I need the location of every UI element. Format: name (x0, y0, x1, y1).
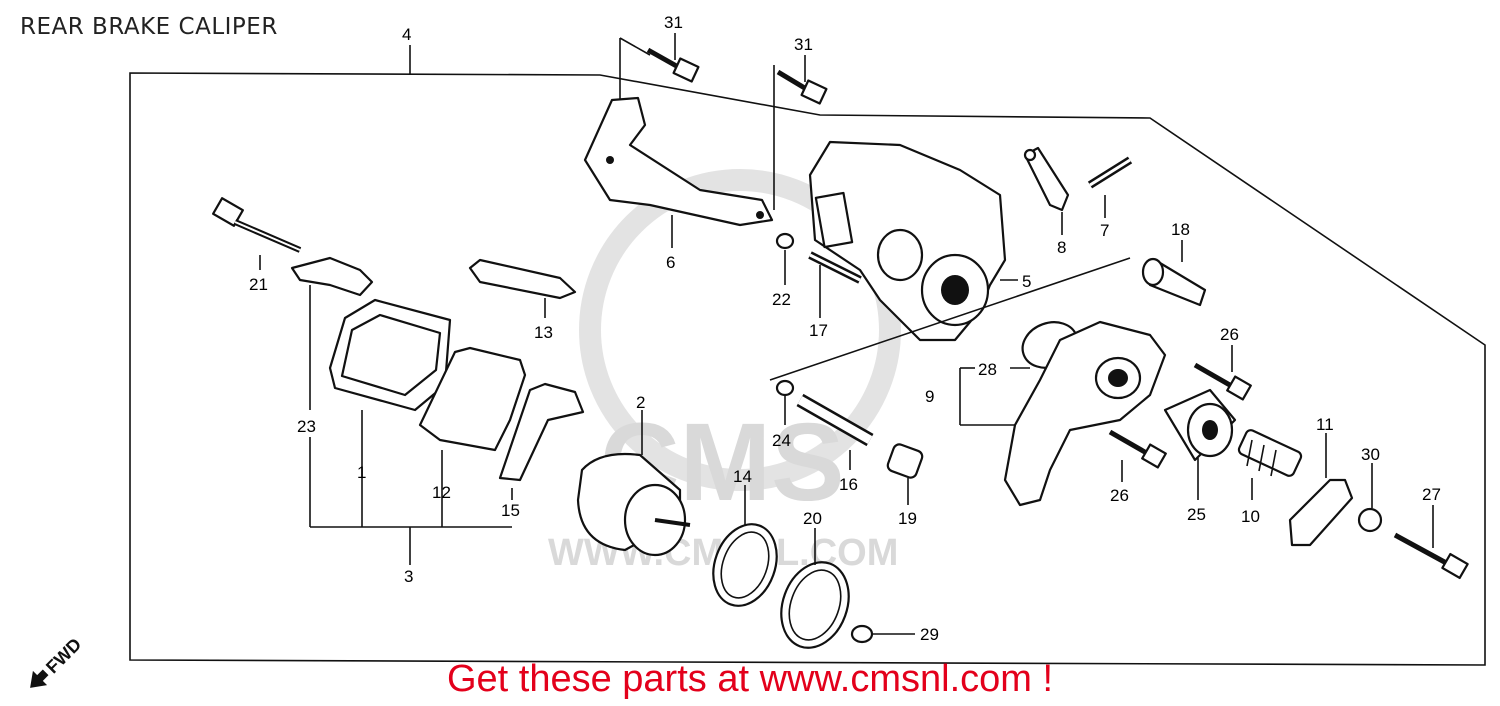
brake-pad-inner (498, 382, 585, 482)
nut (1357, 507, 1383, 533)
pad-spring (468, 258, 577, 300)
leader-lines (259, 33, 1434, 635)
callout-3: 3 (404, 567, 413, 586)
caliper-piston (576, 452, 691, 557)
callout-28: 28 (978, 360, 997, 379)
pad-spring-clip (290, 256, 374, 297)
callout-25: 25 (1187, 505, 1206, 524)
bolt-31-right (776, 69, 828, 105)
washer-24 (775, 379, 795, 397)
pad-shim (418, 346, 527, 452)
callout-16: 16 (839, 475, 858, 494)
stopper-arm (1288, 478, 1354, 547)
slide-pin (796, 393, 874, 447)
callout-19: 19 (898, 509, 917, 528)
assembly-outline (129, 72, 1486, 666)
callout-22: 22 (772, 290, 791, 309)
callout-5: 5 (1022, 272, 1031, 291)
parts-link-banner[interactable]: Get these parts at www.cmsnl.com ! (446, 658, 1054, 700)
callout-27: 27 (1422, 485, 1441, 504)
callout-29: 29 (920, 625, 939, 644)
callout-20: 20 (803, 509, 822, 528)
callout-14: 14 (733, 467, 752, 486)
callout-30: 30 (1361, 445, 1380, 464)
callout-17: 17 (809, 321, 828, 340)
caliper-bracket (583, 96, 774, 227)
bolt-27 (1393, 532, 1469, 580)
callout-6: 6 (666, 253, 675, 272)
callout-1: 1 (357, 463, 366, 482)
callout-12: 12 (432, 483, 451, 502)
callout-2: 2 (636, 393, 645, 412)
caliper-bolt (808, 251, 862, 284)
bolt-31-left (646, 47, 700, 83)
dust-seal (780, 561, 850, 649)
collar (1163, 388, 1237, 462)
pad-pin-bolt (212, 197, 302, 253)
callout-4: 4 (402, 25, 411, 44)
callout-26-upper: 26 (1220, 325, 1239, 344)
callout-31-right: 31 (794, 35, 813, 54)
page-title: REAR BRAKE CALIPER (20, 14, 278, 40)
callout-9: 9 (925, 387, 934, 406)
callout-23: 23 (297, 417, 316, 436)
callout-13: 13 (534, 323, 553, 342)
callout-26-lower: 26 (1110, 486, 1129, 505)
callout-31-left: 31 (664, 13, 683, 32)
callout-7: 7 (1100, 221, 1109, 240)
piston-seal (712, 523, 778, 607)
bolt-26-lower (1108, 429, 1167, 469)
circlip (850, 624, 874, 644)
callout-18: 18 (1171, 220, 1190, 239)
callout-15: 15 (501, 501, 520, 520)
callout-11: 11 (1316, 415, 1334, 434)
callout-10: 10 (1241, 507, 1260, 526)
bolt-26-upper (1193, 362, 1252, 401)
spring (1237, 429, 1303, 477)
washer-22 (775, 232, 795, 250)
callout-8: 8 (1057, 238, 1066, 257)
callout-24: 24 (772, 431, 791, 450)
pin-boot (886, 443, 924, 479)
caliper-pin (1141, 257, 1207, 307)
callout-21: 21 (249, 275, 268, 294)
clip (1023, 146, 1070, 212)
bleeder-screw (1087, 156, 1133, 189)
callout-labels: 4 31 31 6 5 8 7 18 21 13 23 1 12 15 3 2 … (249, 13, 1441, 644)
